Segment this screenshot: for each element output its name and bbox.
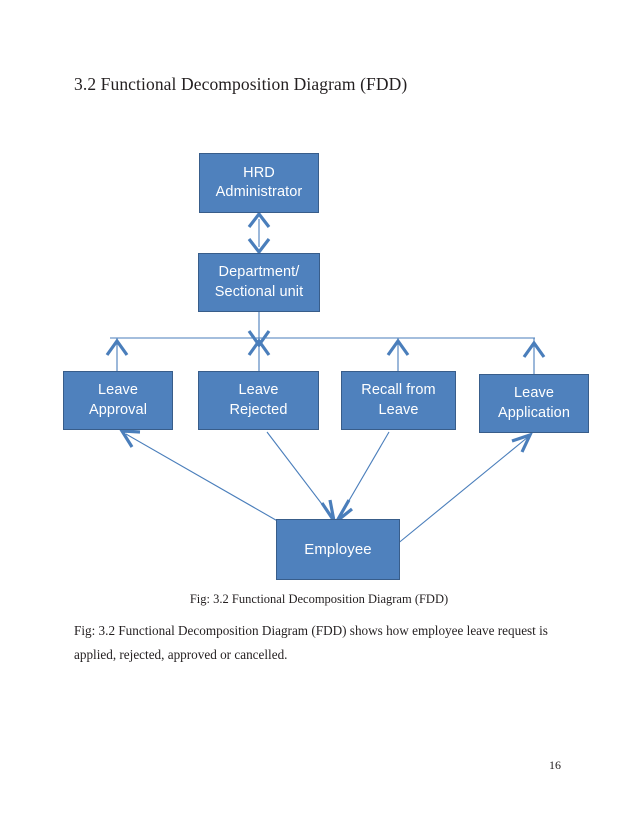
connector-employee-to-leave-application-line xyxy=(395,436,529,546)
arrowhead-to-employee-from-leave-rejected xyxy=(320,499,336,522)
arrowhead-to-leave-approval xyxy=(119,429,141,448)
node-recall-from-leave: Recall from Leave xyxy=(341,371,456,430)
node-employee: Employee xyxy=(276,519,400,580)
node-department-sectional-unit: Department/ Sectional unit xyxy=(198,253,320,312)
arrowhead-down-to-department xyxy=(247,238,271,255)
page-title: 3.2 Functional Decomposition Diagram (FD… xyxy=(74,74,408,94)
node-hrd-administrator: HRD Administrator xyxy=(199,153,319,213)
connector-employee-to-leave-approval-line xyxy=(125,433,282,524)
connector-leave-rejected-to-employee-line xyxy=(266,431,332,517)
arrowhead-to-employee-from-recall xyxy=(335,499,353,523)
body-text: Fig: 3.2 Functional Decomposition Diagra… xyxy=(74,619,548,668)
node-leave-application: Leave Application xyxy=(479,374,589,433)
body-text-line-1: Fig: 3.2 Functional Decomposition Diagra… xyxy=(74,623,548,638)
arrowhead-up-to-hrd xyxy=(247,211,271,228)
arrowhead-up-leave-approval xyxy=(105,338,129,356)
arrowhead-up-recall-from-leave xyxy=(386,338,410,356)
arrowhead-to-leave-application xyxy=(511,432,534,453)
node-leave-approval: Leave Approval xyxy=(63,371,173,430)
figure-caption: Fig: 3.2 Functional Decomposition Diagra… xyxy=(189,592,449,606)
body-text-line-2: applied, rejected, approved or cancelled… xyxy=(74,647,288,663)
node-leave-rejected: Leave Rejected xyxy=(198,371,319,430)
arrowhead-up-leave-rejected xyxy=(247,338,271,356)
arrowhead-up-leave-application xyxy=(522,340,546,358)
page-number: 16 xyxy=(549,758,561,772)
